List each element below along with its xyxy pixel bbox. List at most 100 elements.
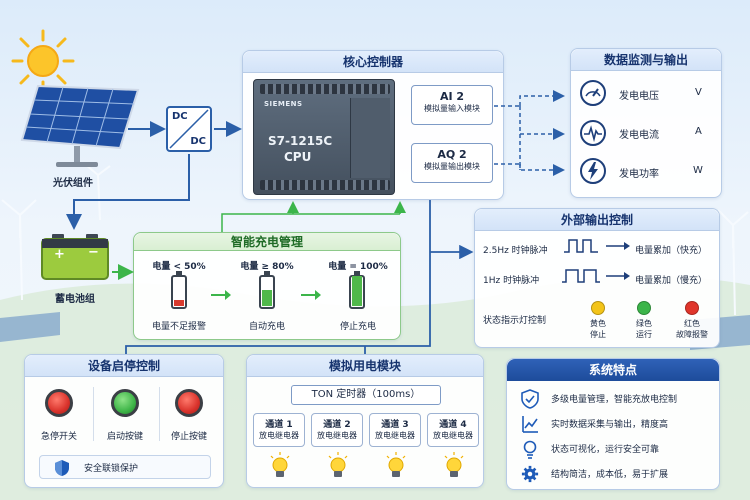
stage-2-battery bbox=[259, 271, 275, 309]
interlock-box: 安全联锁保护 bbox=[39, 455, 211, 479]
stage-1-battery bbox=[171, 271, 187, 309]
battery-label: 蓄电池组 bbox=[55, 294, 95, 305]
pulse-2-result: 电量累加（慢充） bbox=[635, 276, 708, 286]
shield-check-icon bbox=[521, 389, 539, 409]
feature-3-text: 状态可视化，运行安全可靠 bbox=[551, 445, 660, 455]
data-monitor-panel: 数据监测与输出 发电电压 V 发电电流 A 发电功率 W bbox=[570, 48, 722, 198]
relay-3-name: 通道 3 bbox=[381, 420, 409, 430]
battery-plus: + bbox=[54, 247, 65, 262]
dcdc-converter[interactable]: DC DC bbox=[166, 106, 212, 152]
stage-arrow-2 bbox=[301, 290, 321, 300]
ai-module-name: AI 2 bbox=[439, 90, 465, 103]
plc-cpu-label: CPU bbox=[284, 150, 312, 164]
square-wave-icon bbox=[564, 239, 598, 253]
stage-3-battery-cap bbox=[354, 271, 360, 275]
stage-3-battery-fill bbox=[352, 276, 362, 306]
dcdc-diagonal bbox=[169, 109, 209, 149]
light-bulb-icon bbox=[328, 452, 348, 477]
stage-1-label: 电量不足报警 bbox=[151, 322, 206, 332]
lamp-yellow-line1: 黄色 bbox=[590, 319, 606, 328]
monitor-voltage-label: 发电电压 bbox=[619, 91, 659, 102]
monitor-power-label: 发电功率 bbox=[619, 169, 659, 180]
aq-module[interactable]: AQ 2 模拟量输出模块 bbox=[411, 143, 493, 183]
monitor-current-label: 发电电流 bbox=[619, 130, 659, 141]
dcdc-top-label: DC bbox=[172, 111, 188, 122]
lamp-green-line2: 运行 bbox=[636, 330, 652, 339]
stage-3-battery bbox=[349, 271, 365, 309]
monitor-voltage-unit: V bbox=[695, 87, 702, 98]
stage-2-battery-fill bbox=[262, 289, 272, 306]
plc-brand: SIEMENS bbox=[264, 100, 303, 108]
stage-2-battery-cap bbox=[264, 271, 270, 275]
bulb-icon bbox=[523, 440, 537, 459]
ai-module-desc: 模拟量输入模块 bbox=[424, 104, 480, 113]
dcdc-bottom-label: DC bbox=[190, 136, 206, 147]
startstop-title: 设备启停控制 bbox=[25, 355, 223, 377]
gear-icon bbox=[521, 465, 539, 483]
stage-1-battery-fill bbox=[174, 300, 184, 306]
plc-unit[interactable]: SIEMENS S7-1215C CPU bbox=[253, 79, 395, 195]
gauge-icon bbox=[580, 80, 606, 106]
battery-icon bbox=[41, 234, 109, 280]
charging-panel: 智能充电管理 电量 < 50% 电量不足报警 电量 ≥ 80% 自动充电 电量 … bbox=[133, 232, 401, 340]
feature-1-text: 多级电量管理，智能充放电控制 bbox=[551, 395, 678, 405]
features-title: 系统特点 bbox=[507, 359, 719, 381]
chart-icon bbox=[522, 416, 538, 433]
emergency-stop-label: 急停开关 bbox=[40, 432, 77, 442]
start-button[interactable] bbox=[111, 389, 139, 417]
interlock-label: 安全联锁保护 bbox=[84, 464, 139, 474]
external-output-title: 外部输出控制 bbox=[475, 209, 719, 231]
relay-channel-3[interactable]: 通道 3 放电继电器 bbox=[369, 413, 421, 447]
ai-module[interactable]: AI 2 模拟量输入模块 bbox=[411, 85, 493, 125]
features-panel: 系统特点 多级电量管理，智能充放电控制 实时数据采集与输出，精度高 状态可视化，… bbox=[506, 358, 720, 490]
core-controller-title: 核心控制器 bbox=[243, 51, 503, 73]
startstop-panel: 设备启停控制 急停开关 启动按键 停止按键 安全联锁保护 bbox=[24, 354, 224, 488]
lamp-green-icon bbox=[637, 301, 651, 315]
relay-3-desc: 放电继电器 bbox=[375, 431, 415, 440]
solar-panel-icon bbox=[20, 84, 140, 167]
plc-terminal-strip-bottom bbox=[260, 180, 390, 190]
relay-1-desc: 放电继电器 bbox=[259, 431, 299, 440]
arrow-right-icon bbox=[606, 272, 630, 280]
btn-divider-2 bbox=[159, 387, 160, 441]
emergency-stop-button[interactable] bbox=[45, 389, 73, 417]
relay-1-name: 通道 1 bbox=[265, 420, 293, 430]
lightning-icon bbox=[580, 158, 606, 184]
relay-channel-4[interactable]: 通道 4 放电继电器 bbox=[427, 413, 479, 447]
lamp-red-line2: 故障报警 bbox=[676, 330, 708, 339]
status-lamps-label: 状态指示灯控制 bbox=[483, 316, 547, 326]
relay-4-desc: 放电继电器 bbox=[433, 431, 473, 440]
stop-label: 停止按键 bbox=[170, 432, 207, 442]
stop-button[interactable] bbox=[175, 389, 203, 417]
shield-icon bbox=[55, 460, 69, 476]
lamp-yellow-icon bbox=[591, 301, 605, 315]
monitor-current-unit: A bbox=[695, 126, 702, 137]
lamp-yellow-line2: 停止 bbox=[590, 330, 606, 339]
btn-divider-1 bbox=[93, 387, 94, 441]
plc-model: S7-1215C bbox=[268, 134, 333, 148]
relay-channel-1[interactable]: 通道 1 放电继电器 bbox=[253, 413, 305, 447]
relay-channel-2[interactable]: 通道 2 放电继电器 bbox=[311, 413, 363, 447]
battery-minus: − bbox=[88, 245, 99, 260]
pulse-icon bbox=[580, 120, 606, 146]
pulse-2-label: 1Hz 时钟脉冲 bbox=[483, 276, 540, 286]
ton-timer-box[interactable]: TON 定时器（100ms） bbox=[291, 385, 441, 405]
feature-2-text: 实时数据采集与输出，精度高 bbox=[551, 420, 669, 430]
plc-side-module bbox=[350, 98, 390, 178]
sim-load-title: 模拟用电模块 bbox=[247, 355, 483, 377]
stage-1-battery-cap bbox=[176, 271, 182, 275]
stage-3-label: 停止充电 bbox=[339, 322, 376, 332]
pv-label: 光伏组件 bbox=[53, 178, 93, 189]
start-label: 启动按键 bbox=[106, 432, 143, 442]
square-wave-icon bbox=[562, 269, 600, 283]
charging-title: 智能充电管理 bbox=[134, 233, 400, 251]
external-output-panel: 外部输出控制 2.5Hz 时钟脉冲 电量累加（快充） 1Hz 时钟脉冲 电量累加… bbox=[474, 208, 720, 348]
relay-2-desc: 放电继电器 bbox=[317, 431, 357, 440]
light-bulb-icon bbox=[386, 452, 406, 477]
aq-module-name: AQ 2 bbox=[437, 148, 467, 161]
arrow-right-icon bbox=[606, 242, 630, 250]
stage-arrow-1 bbox=[211, 290, 231, 300]
lamp-green-line1: 绿色 bbox=[636, 319, 652, 328]
data-monitor-title: 数据监测与输出 bbox=[571, 49, 721, 71]
pulse-1-label: 2.5Hz 时钟脉冲 bbox=[483, 246, 548, 256]
